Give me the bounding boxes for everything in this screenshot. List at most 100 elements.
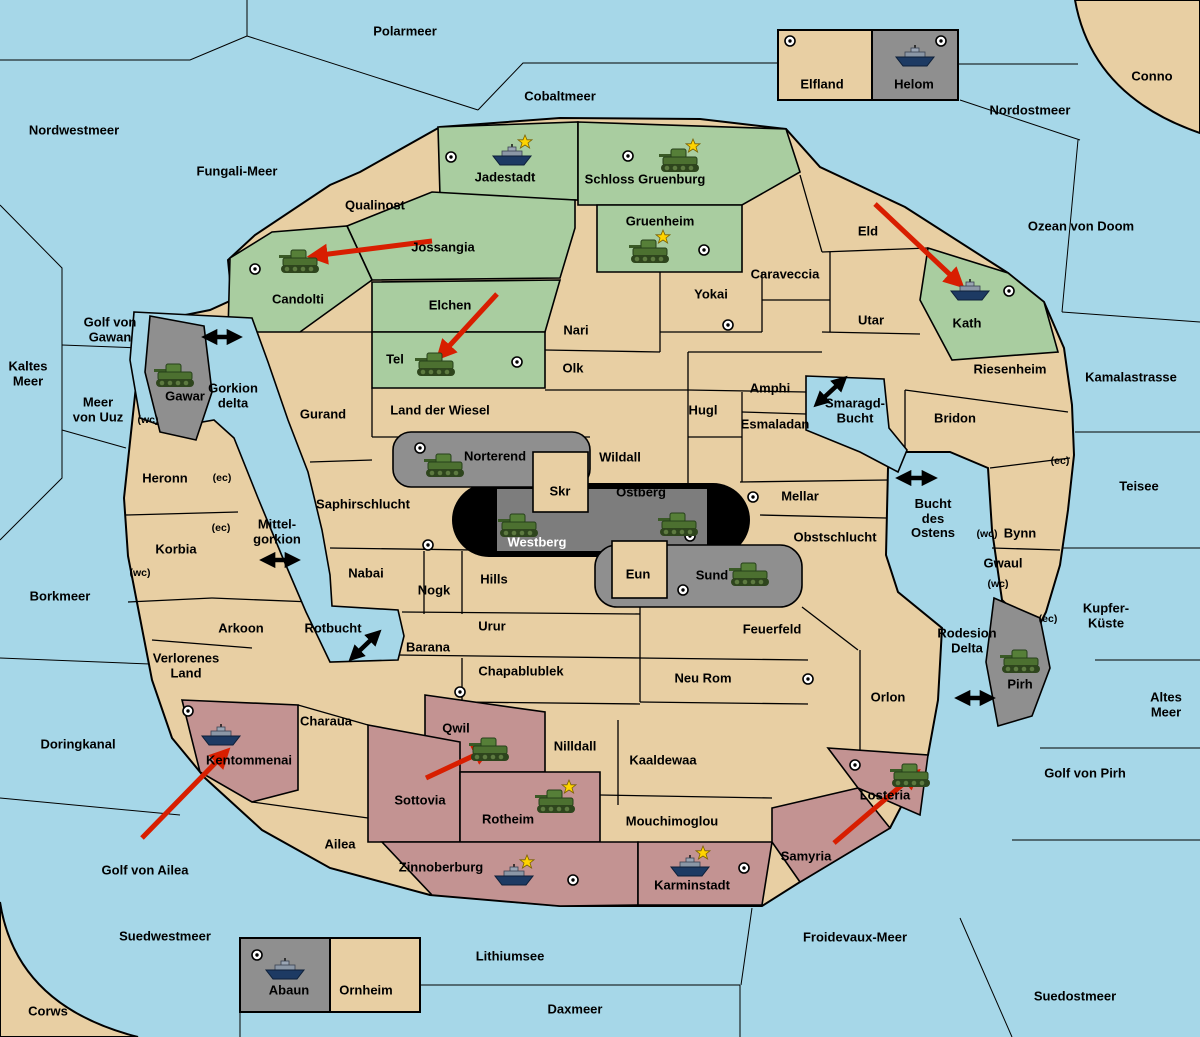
territory-label-eun[interactable]: Eun xyxy=(625,566,651,582)
territory-label-rotheim[interactable]: Rotheim xyxy=(482,811,534,827)
territory-label-sottovia[interactable]: Sottovia xyxy=(394,792,446,808)
attack-arrow xyxy=(873,202,965,289)
sea-label-bucht-des-ostens: Bucht des Ostens xyxy=(910,496,956,541)
territory-label-gorkion-delta[interactable]: Gorkion delta xyxy=(208,380,258,410)
territory-region-sottovia[interactable] xyxy=(367,724,461,843)
territory-region-karminstadt[interactable] xyxy=(637,841,773,906)
territory-label-abaun[interactable]: Abaun xyxy=(268,982,310,998)
strait-arrow xyxy=(813,375,848,408)
city-dot xyxy=(935,35,947,47)
territory-label-riesenheim[interactable]: Riesenheim xyxy=(973,361,1047,377)
territory-label-mouchimoglou[interactable]: Mouchimoglou xyxy=(625,813,719,829)
territory-label-gruenheim[interactable]: Gruenheim xyxy=(625,213,695,229)
territory-label-orlon[interactable]: Orlon xyxy=(870,689,906,705)
territory-label-urur[interactable]: Urur xyxy=(478,618,506,634)
territory-label-ailea[interactable]: Ailea xyxy=(324,836,356,852)
territory-label-hugl[interactable]: Hugl xyxy=(688,402,718,418)
city-dot xyxy=(622,150,634,162)
territory-label-amphi[interactable]: Amphi xyxy=(749,380,791,396)
territory-label-wildall[interactable]: Wildall xyxy=(599,449,641,465)
territory-label-eld[interactable]: Eld xyxy=(857,223,879,239)
territory-label-chapablublek[interactable]: Chapablublek xyxy=(478,663,564,679)
territory-region-eun[interactable] xyxy=(611,540,668,599)
territory-region-conno[interactable] xyxy=(1073,0,1200,135)
green-territories xyxy=(227,121,1060,389)
territory-label-qualinost[interactable]: Qualinost xyxy=(345,197,405,213)
territory-label-ostberg[interactable]: Ostberg xyxy=(616,484,666,500)
city-dot xyxy=(567,874,579,886)
territory-region-kentommenai[interactable] xyxy=(180,699,299,803)
territory-label-elfland[interactable]: Elfland xyxy=(800,76,844,92)
territory-region-tel[interactable] xyxy=(371,331,546,389)
territory-label-ornheim[interactable]: Ornheim xyxy=(339,982,393,998)
territory-label-jadestadt[interactable]: Jadestadt xyxy=(474,169,536,185)
attack-arrow xyxy=(140,747,231,840)
territory-label-arkoon[interactable]: Arkoon xyxy=(218,620,264,636)
territory-label-kentommenai[interactable]: Kentommenai xyxy=(206,752,292,768)
territory-label-charaua[interactable]: Charaua xyxy=(299,713,353,729)
territory-label-gwaul[interactable]: Gwaul xyxy=(983,555,1023,571)
strait-arrows xyxy=(201,328,996,707)
territory-label-nabai[interactable]: Nabai xyxy=(348,565,384,581)
territory-label-hills[interactable]: Hills xyxy=(480,571,508,587)
city-dot xyxy=(698,244,710,256)
territory-label-mellar[interactable]: Mellar xyxy=(781,488,819,504)
territory-label-losteria[interactable]: Losteria xyxy=(859,787,911,803)
coast-mark-ec: (ec) xyxy=(212,472,232,485)
territory-label-caraveccia[interactable]: Caraveccia xyxy=(750,266,820,282)
territory-label-heronn[interactable]: Heronn xyxy=(142,470,188,486)
territory-label-saphirschlucht[interactable]: Saphirschlucht xyxy=(316,496,410,512)
legend-cell-ornheim[interactable] xyxy=(329,937,421,1013)
attack-arrow xyxy=(435,292,499,361)
territory-label-samyria[interactable]: Samyria xyxy=(780,848,832,864)
sea-label-corws: Corws xyxy=(28,1003,68,1019)
territory-label-candolti[interactable]: Candolti xyxy=(272,291,324,307)
territory-label-bridon[interactable]: Bridon xyxy=(934,410,976,426)
territory-label-qwil[interactable]: Qwil xyxy=(442,720,470,736)
territory-label-verlorenes-land[interactable]: Verlorenes Land xyxy=(152,650,220,680)
sea-label-ozean-von-doom: Ozean von Doom xyxy=(1027,218,1135,234)
territory-label-gawar[interactable]: Gawar xyxy=(165,388,205,404)
sea-label-smaragd-bucht: Smaragd- Bucht xyxy=(825,395,885,425)
territory-label-kath[interactable]: Kath xyxy=(952,315,982,331)
territory-label-esmaladan[interactable]: Esmaladan xyxy=(740,416,810,432)
territory-label-norterend[interactable]: Norterend xyxy=(463,448,527,464)
territory-label-jossangia[interactable]: Jossangia xyxy=(411,239,475,255)
territory-label-pirh[interactable]: Pirh xyxy=(1007,676,1033,692)
territory-region-samyria[interactable] xyxy=(771,787,892,884)
territory-label-feuerfeld[interactable]: Feuerfeld xyxy=(742,621,802,637)
territory-label-tel[interactable]: Tel xyxy=(386,351,404,367)
territory-region-rotheim[interactable] xyxy=(459,771,601,843)
territory-label-karminstadt[interactable]: Karminstadt xyxy=(654,877,730,893)
territory-region-skr[interactable] xyxy=(532,451,589,513)
legend-box-north xyxy=(777,29,959,101)
territory-label-nari[interactable]: Nari xyxy=(563,322,589,338)
territory-label-helom[interactable]: Helom xyxy=(894,76,934,92)
territory-label-schloss-gruenburg[interactable]: Schloss Gruenburg xyxy=(584,171,706,187)
territory-label-yokai[interactable]: Yokai xyxy=(694,286,728,302)
territory-label-zinnoberburg[interactable]: Zinnoberburg xyxy=(398,859,484,875)
territory-label-sund[interactable]: Sund xyxy=(695,567,729,583)
territory-label-barana[interactable]: Barana xyxy=(405,639,451,655)
territory-label-elchen[interactable]: Elchen xyxy=(428,297,472,313)
territory-label-korbia[interactable]: Korbia xyxy=(155,541,197,557)
territory-label-olk[interactable]: Olk xyxy=(562,360,584,376)
territory-label-obstschlucht[interactable]: Obstschlucht xyxy=(793,529,877,545)
territory-label-bynn[interactable]: Bynn xyxy=(1003,525,1037,541)
territory-label-utar[interactable]: Utar xyxy=(857,312,885,328)
territory-label-gurand[interactable]: Gurand xyxy=(299,406,347,422)
territory-region-corws[interactable] xyxy=(0,901,139,1037)
sea-label-doringkanal: Doringkanal xyxy=(40,736,116,752)
territory-label-kaaldewaa[interactable]: Kaaldewaa xyxy=(629,752,697,768)
territory-label-nogk[interactable]: Nogk xyxy=(417,582,451,598)
territory-label-neu-rom[interactable]: Neu Rom xyxy=(674,670,732,686)
territory-label-westberg[interactable]: Westberg xyxy=(507,534,567,550)
territory-label-nilldall[interactable]: Nilldall xyxy=(553,738,597,754)
territory-label-land-der-wiesel[interactable]: Land der Wiesel xyxy=(390,402,490,418)
sea-label-golf-von-pirh: Golf von Pirh xyxy=(1044,765,1126,781)
territory-label-skr[interactable]: Skr xyxy=(549,483,571,499)
coast-mark-wc: (wc) xyxy=(987,578,1009,591)
city-dot xyxy=(454,686,466,698)
